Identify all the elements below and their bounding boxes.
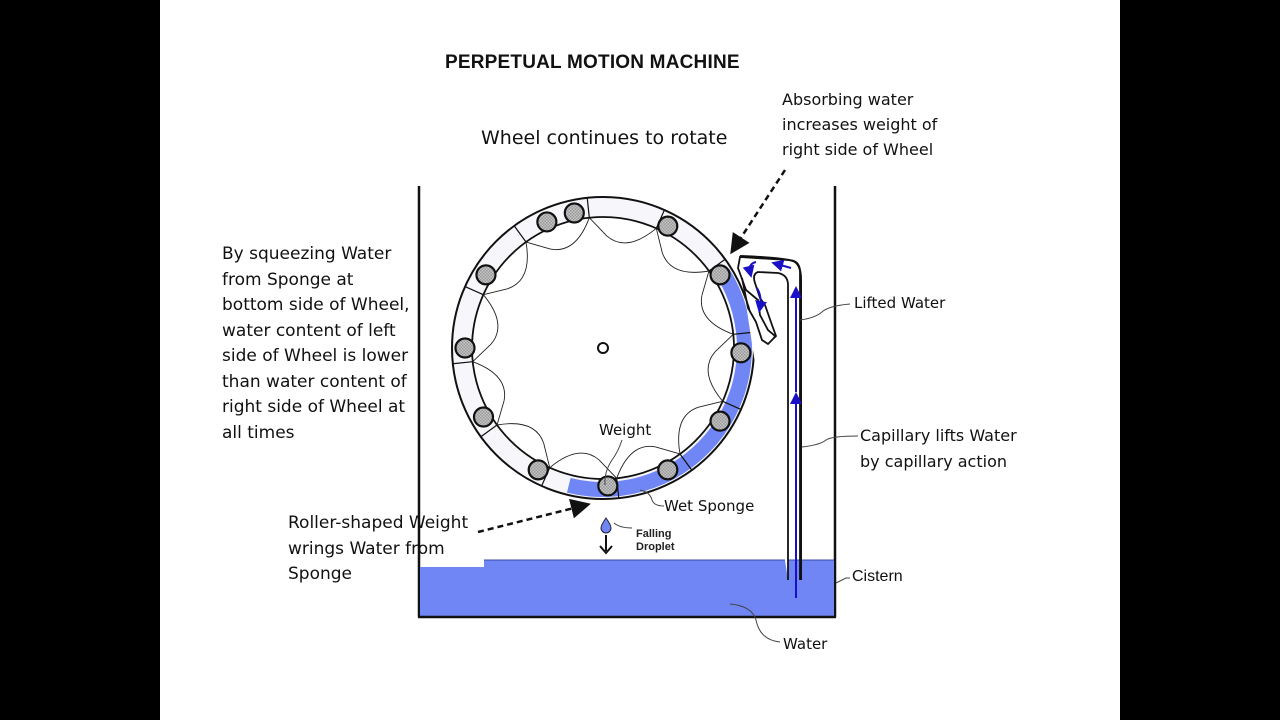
wheel-compartment-line (606, 227, 657, 244)
wheel-compartment-line (707, 351, 724, 402)
wheel-compartment-line (697, 400, 723, 408)
roller-weight (597, 475, 619, 497)
annotation-absorbing: Absorbing water increases weight of righ… (782, 90, 938, 159)
droplet-arrowhead (599, 545, 613, 555)
diagram-title: PERPETUAL MOTION MACHINE (445, 52, 740, 73)
roller-weight (657, 459, 679, 481)
roller-weight (475, 264, 497, 286)
roller-weight (527, 459, 549, 481)
wheel-compartment-line (655, 446, 681, 455)
wheel-compartment-line (482, 294, 499, 345)
roller-weight (709, 410, 731, 432)
leader-cistern (835, 577, 850, 584)
label-cistern: Cistern (852, 568, 903, 585)
wheel-compartment-line (678, 406, 699, 455)
leader-weight (604, 439, 623, 486)
annotation-capillary: Capillary lifts Water by capillary actio… (860, 426, 1017, 471)
wheel-segment-divider (452, 361, 473, 365)
wheel-compartment-line (598, 459, 618, 479)
roller-pointer-arrow (477, 498, 591, 534)
wheel-compartment-line (549, 452, 600, 469)
leader-water (729, 603, 781, 643)
wheel-segment-divider (733, 331, 754, 335)
wheel-compartment-line (472, 361, 506, 401)
wheel-axle (597, 342, 609, 354)
label-wet-sponge: Wet Sponge (664, 497, 755, 515)
wheel-compartment-line (661, 252, 710, 273)
annotation-roller: Roller-shaped Weight wrings Water from S… (288, 513, 469, 584)
diagram-subtitle: Wheel continues to rotate (481, 127, 728, 149)
capillary-tube (737, 255, 802, 598)
leader-lifted-water (799, 303, 851, 321)
roller-weight (730, 342, 752, 364)
wet-sponge-band (566, 269, 753, 498)
capillary-flow-arrow-top (771, 259, 792, 272)
wheel-compartment-line (525, 241, 551, 250)
leader-droplet (613, 522, 633, 529)
label-falling-droplet: Falling Droplet (636, 528, 675, 553)
wheel-compartment-line (616, 445, 656, 479)
roller-weight (657, 215, 679, 237)
cistern (417, 186, 837, 619)
wheel-compartment-line (700, 295, 734, 335)
wheel-compartment-line (714, 333, 734, 353)
wheel-compartment-line (543, 442, 551, 468)
wheel-segment-divider (586, 197, 590, 218)
capillary-flow-arrow-turn (742, 261, 757, 278)
capillary-tube-inner (741, 271, 789, 580)
capillary-flow-arrow-down (755, 287, 767, 313)
roller-weight (536, 211, 558, 233)
wheel-compartment-line (588, 217, 608, 237)
leader-capillary (801, 435, 859, 448)
water-body (420, 560, 834, 616)
wheel-segment-divider (513, 225, 527, 243)
wheel-compartment-line (550, 217, 590, 251)
wheel (451, 196, 755, 500)
wheel-compartment-line (701, 270, 710, 296)
wheel-compartment-line (496, 400, 505, 426)
absorbing-pointer-arrow (730, 169, 787, 255)
capillary-tube-outer (739, 255, 802, 580)
wheel-segment-divider (464, 286, 484, 296)
wheel-segment-divider (679, 453, 693, 471)
wheel-segment-divider (722, 400, 742, 410)
roller-weight (454, 337, 476, 359)
wheel-compartment-line (472, 343, 492, 363)
wheel-segment-divider (480, 424, 498, 438)
roller-weight (563, 202, 585, 224)
label-water: Water (783, 635, 828, 653)
wheel-compartment-line (507, 241, 528, 290)
roller-weight (472, 406, 495, 428)
label-lifted-water: Lifted Water (854, 294, 946, 312)
leader-wet-sponge (639, 489, 665, 507)
falling-droplet (599, 517, 613, 555)
wheel-compartment-line (496, 423, 545, 444)
label-weight: Weight (599, 421, 652, 439)
wheel-compartment-line (655, 228, 663, 254)
wheel-compartment-line (483, 288, 509, 296)
roller-weight (709, 264, 731, 286)
annotation-squeezing: By squeezing Water from Sponge at bottom… (222, 244, 410, 443)
droplet-icon (600, 517, 612, 534)
